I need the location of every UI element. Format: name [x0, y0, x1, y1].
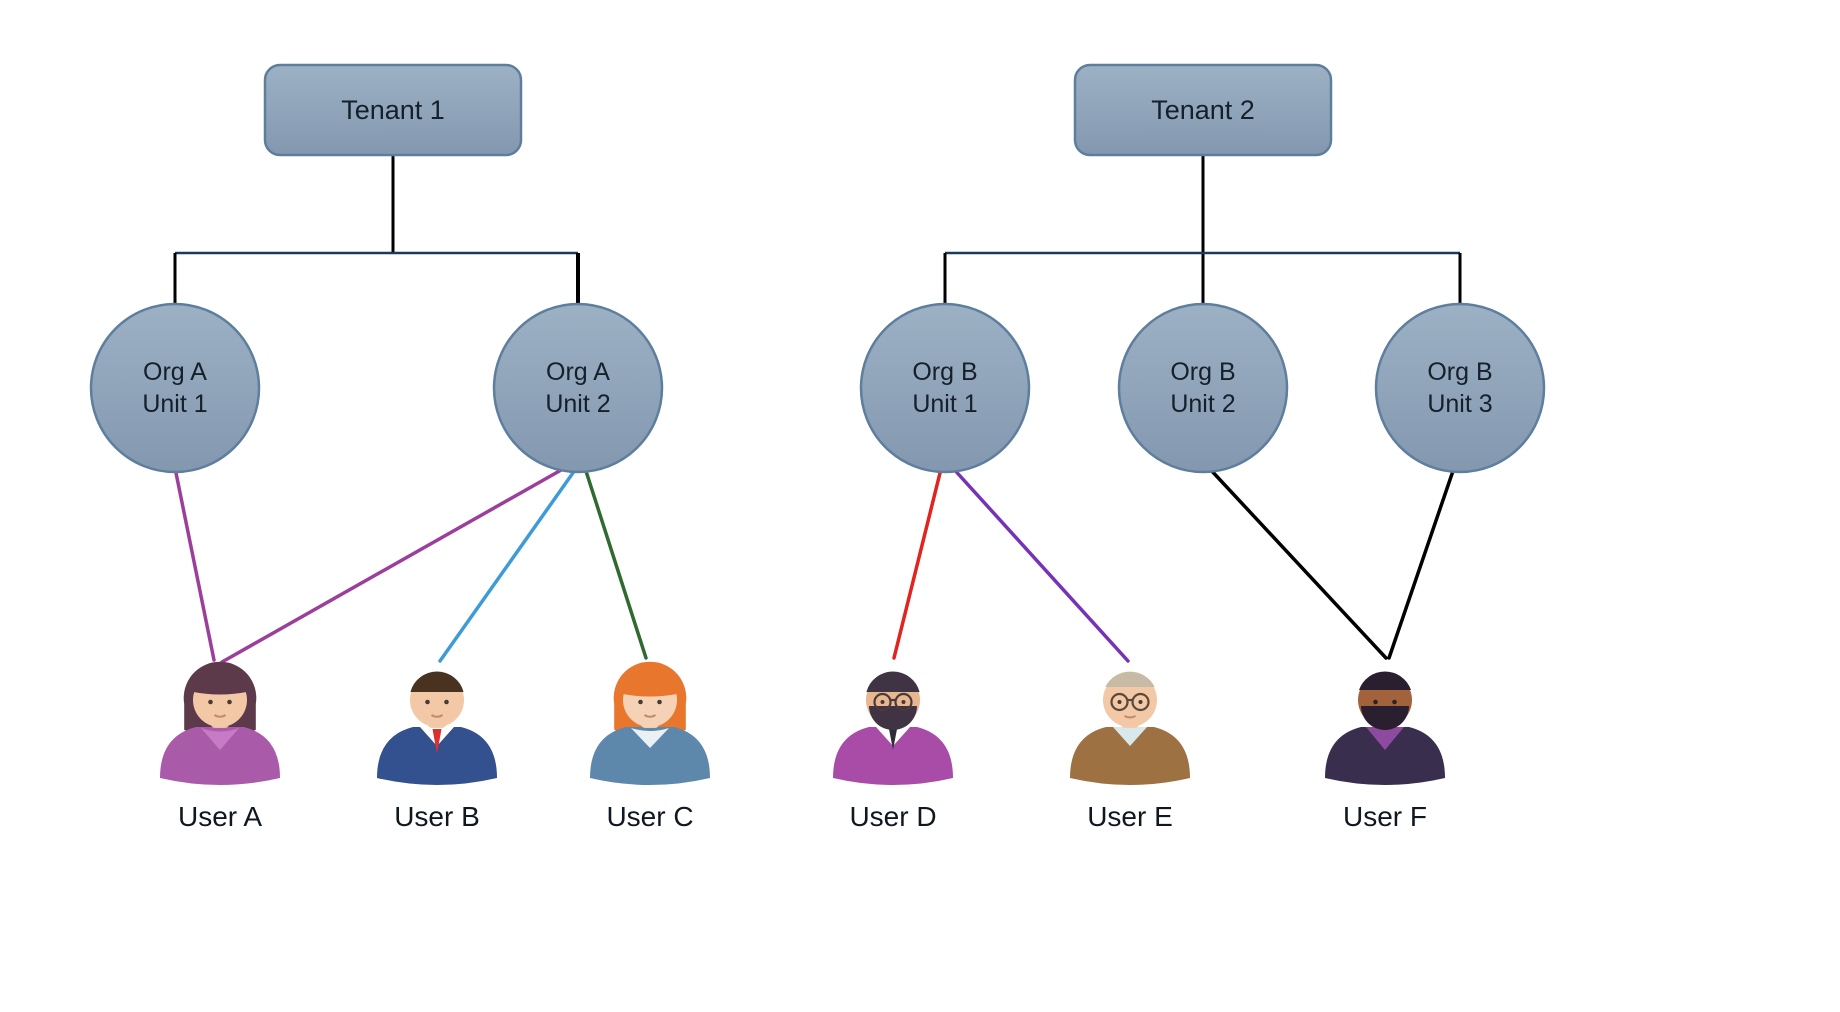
tenant-2-box — [1073, 63, 1333, 157]
org-b-unit-1-node: Org B Unit 1 — [859, 302, 1031, 474]
user-f-hair-front — [1359, 671, 1411, 690]
user-d-glasses-right — [894, 692, 913, 712]
user-a-avatar — [160, 661, 280, 785]
user-a-right-eye — [227, 699, 232, 705]
user-e-shirt — [1113, 727, 1147, 746]
org-a-unit-2-line1: Org A — [546, 358, 610, 386]
user-e-glasses-left — [1110, 692, 1129, 712]
edge-orgb-unit1-userd — [892, 467, 943, 660]
org-b-unit-1-circle — [859, 302, 1031, 474]
edge-orgb-unit1-usere — [949, 464, 1130, 663]
user-e-right-eye — [1138, 700, 1143, 704]
user-d-hair-front — [866, 671, 920, 692]
user-c-avatar — [590, 661, 710, 785]
user-d-label: User D — [849, 801, 936, 832]
edge-orga-unit2-usera — [220, 463, 572, 664]
org-a-unit-1-line1: Org A — [143, 358, 207, 386]
org-a-unit-2-circle — [492, 302, 664, 474]
user-e-left-eye — [1117, 700, 1122, 704]
user-e-hair-front — [1105, 671, 1155, 687]
user-e-label: User E — [1087, 801, 1173, 832]
user-f-beard — [1361, 706, 1409, 730]
user-c-blouse-vneck — [631, 728, 669, 748]
tenant-2-node: Tenant 2 — [1073, 63, 1333, 157]
edge-orgb-unit2-userf — [1207, 466, 1388, 660]
user-a-label: User A — [178, 801, 262, 832]
edge-orga-unit2-userb — [438, 468, 577, 663]
user-f-label: User F — [1343, 801, 1427, 832]
org-a-unit-2-node: Org A Unit 2 — [492, 302, 664, 474]
user-a-mouth — [213, 714, 227, 718]
user-b-hair-front — [410, 671, 464, 692]
user-d-left-eye — [880, 700, 885, 704]
user-c-hair-front — [623, 671, 677, 697]
org-b-unit-3-line2: Unit 3 — [1427, 390, 1492, 418]
user-b-label: User B — [394, 801, 480, 832]
org-b-unit-2-line2: Unit 2 — [1170, 390, 1235, 418]
tenant-2-tree-connectors — [943, 155, 1462, 305]
user-f-right-eye — [1392, 699, 1397, 705]
user-a-hair-front — [193, 671, 247, 695]
user-c-label: User C — [606, 801, 693, 832]
org-b-unit-2-line1: Org B — [1170, 358, 1235, 386]
org-a-unit-1-line2: Unit 1 — [142, 390, 207, 418]
user-f-torso — [1325, 727, 1445, 785]
user-d-glasses-left — [873, 692, 892, 712]
user-b-tie — [432, 729, 442, 754]
org-b-unit-1-line1: Org B — [912, 358, 977, 386]
user-b-avatar — [377, 671, 497, 785]
user-e-mouth — [1124, 715, 1136, 719]
user-a-left-eye — [208, 699, 213, 705]
org-b-unit-3-circle — [1374, 302, 1546, 474]
user-b-torso — [377, 727, 497, 785]
edge-orga-unit2-userc — [583, 466, 648, 660]
user-d-torso — [833, 727, 953, 785]
user-d-tie — [889, 729, 897, 750]
assignment-edges — [173, 463, 1456, 664]
user-a-blouse-vneck — [201, 728, 239, 750]
user-d-beard — [869, 706, 917, 730]
org-a-unit-2-line2: Unit 2 — [545, 390, 610, 418]
tenant-2-label: Tenant 2 — [1151, 95, 1255, 125]
user-c-left-eye — [638, 699, 643, 705]
user-c-mouth — [643, 714, 657, 718]
user-b-mouth — [430, 714, 444, 718]
user-b-left-eye — [425, 699, 430, 705]
user-b-right-eye — [444, 699, 449, 705]
org-b-unit-2-node: Org B Unit 2 — [1117, 302, 1289, 474]
user-e-glasses-right — [1131, 692, 1150, 712]
org-b-unit-1-line2: Unit 1 — [912, 390, 977, 418]
user-e-avatar — [1070, 671, 1190, 785]
org-b-unit-3-node: Org B Unit 3 — [1374, 302, 1546, 474]
edge-orgb-unit3-userf — [1387, 466, 1456, 660]
user-f-shirt — [1366, 727, 1404, 750]
tenant-1-box — [263, 63, 523, 157]
user-f-avatar — [1325, 671, 1445, 785]
tenant-1-label: Tenant 1 — [341, 95, 445, 125]
user-d-right-eye — [901, 700, 906, 704]
tenant-1-tree-connectors — [173, 155, 580, 305]
user-d-avatar — [833, 671, 953, 785]
org-b-unit-2-circle — [1117, 302, 1289, 474]
user-f-left-eye — [1373, 699, 1378, 705]
org-b-unit-3-line1: Org B — [1427, 358, 1492, 386]
user-c-torso — [590, 727, 710, 785]
user-e-torso — [1070, 727, 1190, 785]
edge-orga-unit1-usera — [173, 466, 216, 662]
user-a-torso — [160, 727, 280, 785]
org-a-unit-1-circle — [89, 302, 261, 474]
user-c-right-eye — [657, 699, 662, 705]
org-a-unit-1-node: Org A Unit 1 — [89, 302, 261, 474]
tenant-1-node: Tenant 1 — [263, 63, 523, 157]
